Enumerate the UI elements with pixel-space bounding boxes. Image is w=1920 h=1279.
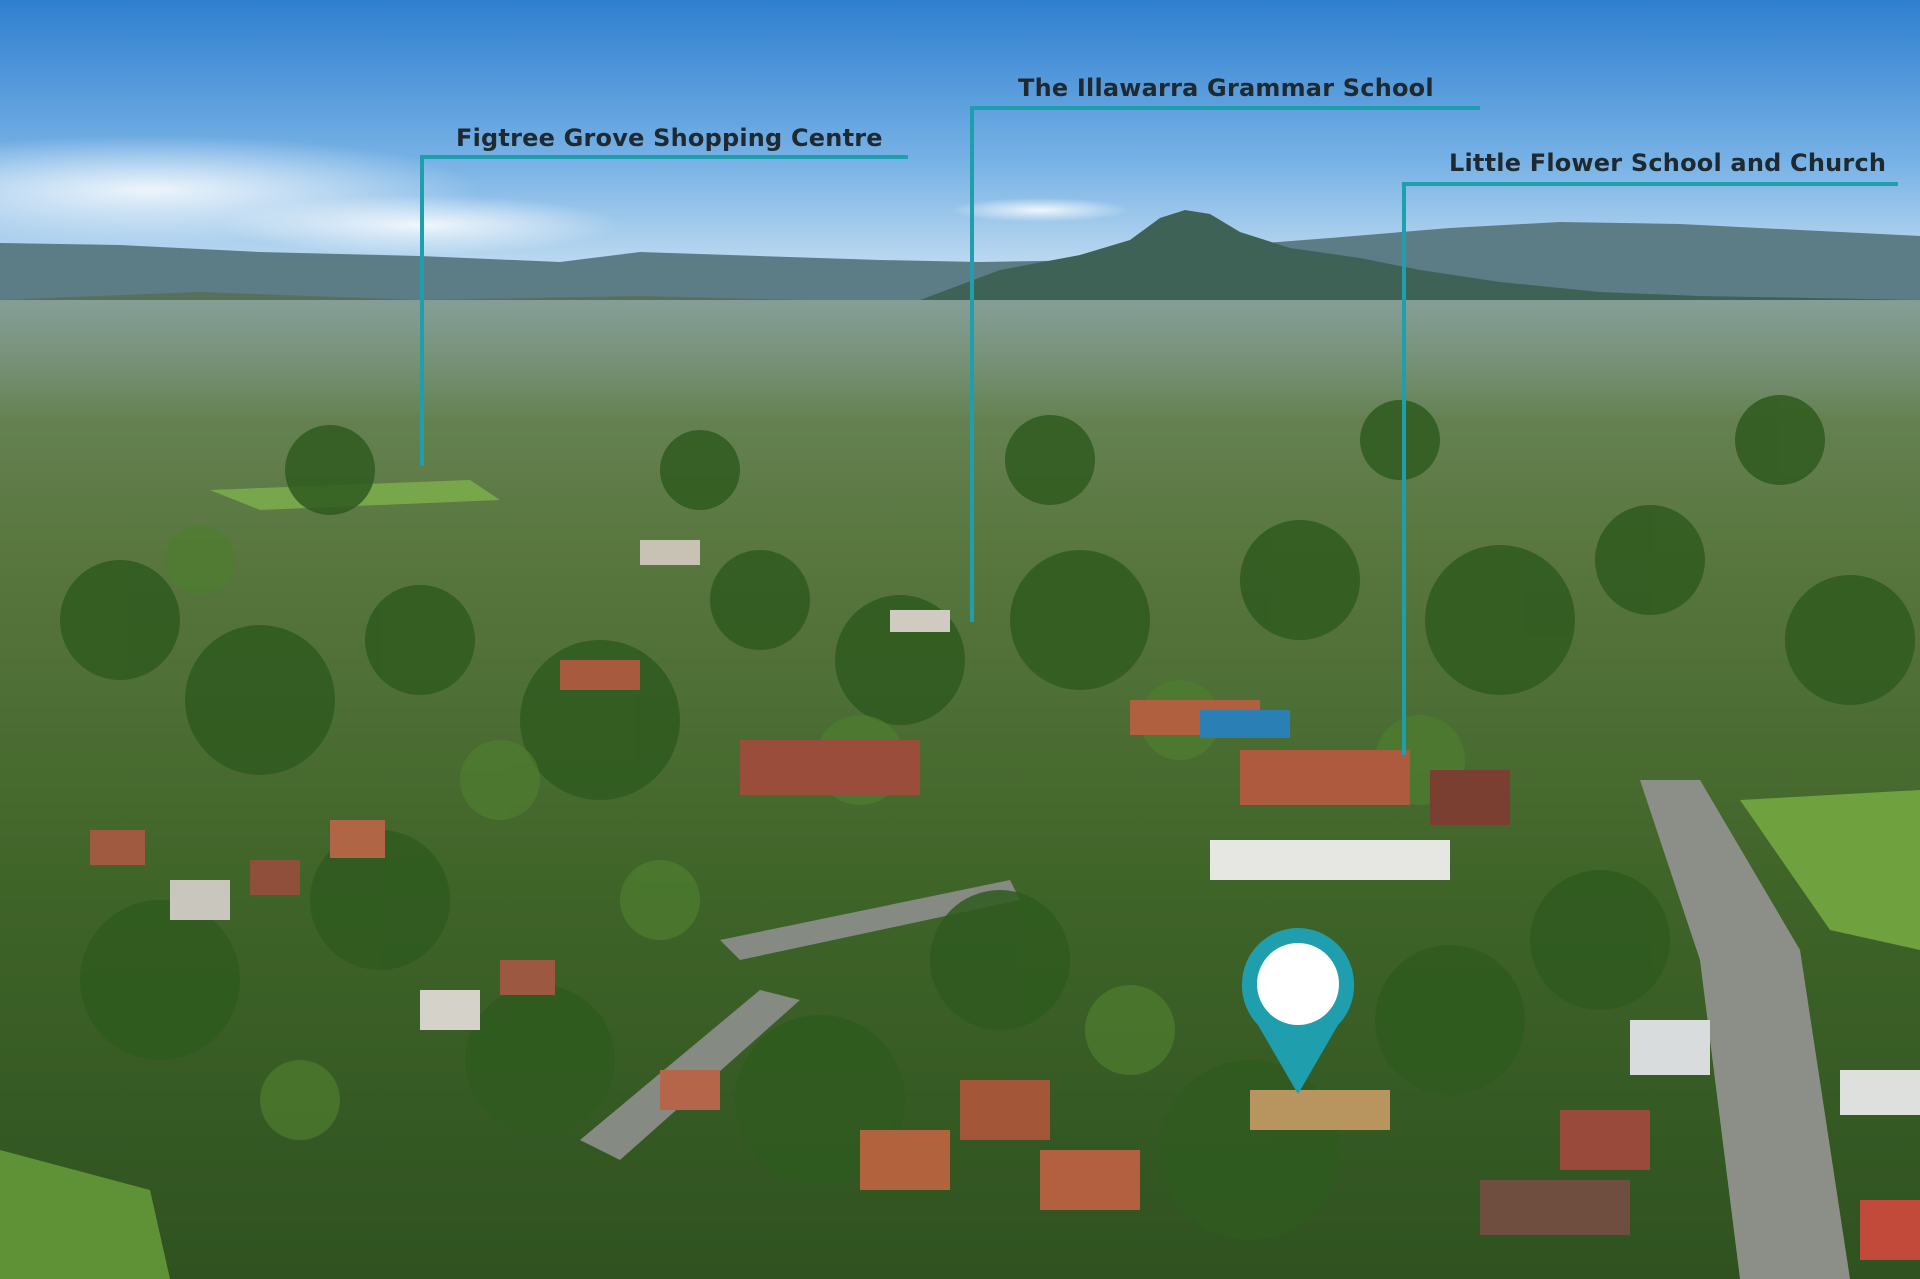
callout-label-figtree: Figtree Grove Shopping Centre bbox=[456, 124, 883, 152]
house-rooftops bbox=[90, 540, 1920, 1260]
callout-line-grammar bbox=[970, 106, 1480, 622]
callout-line-littleflower bbox=[1402, 182, 1898, 755]
callout-label-littleflower: Little Flower School and Church bbox=[1449, 149, 1887, 177]
sports-field bbox=[0, 1150, 170, 1279]
haze bbox=[0, 300, 1920, 420]
callout-lines bbox=[420, 106, 1898, 755]
sports-field bbox=[1740, 790, 1920, 950]
map-pin-icon bbox=[1242, 928, 1355, 1094]
side-road bbox=[720, 880, 1020, 960]
tree-canopy bbox=[60, 395, 1915, 1240]
callout-label-grammar: The Illawarra Grammar School bbox=[1018, 74, 1434, 102]
main-road bbox=[1640, 780, 1850, 1279]
cloud bbox=[950, 198, 1130, 222]
callout-line-figtree bbox=[420, 155, 908, 466]
